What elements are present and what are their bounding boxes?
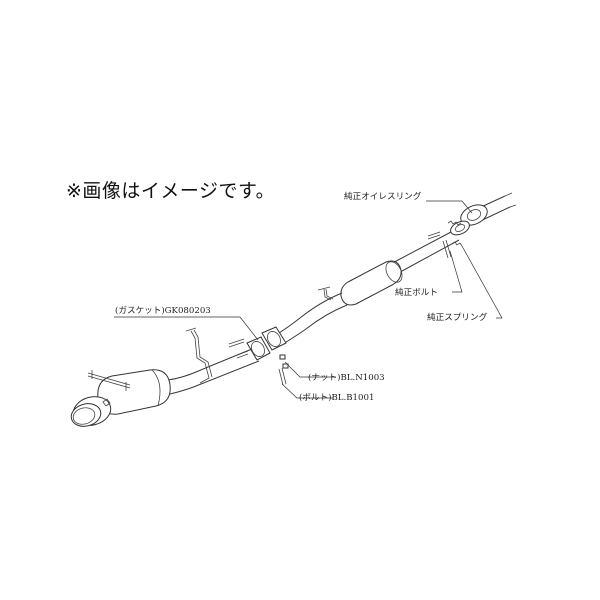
leader-lines <box>114 200 503 399</box>
label-spring-oem: 純正スプリング <box>427 313 488 323</box>
tail-pipe <box>167 348 260 395</box>
mid-bolts <box>228 338 289 386</box>
mid-flange-joint <box>246 326 287 361</box>
mid-pipe-rear <box>275 292 348 345</box>
label-bolt: (ボルト)BL.B1001 <box>299 393 375 403</box>
label-oil-ring: 純正オイレスリング <box>344 192 422 202</box>
label-gasket: (ガスケット)GK080203 <box>115 306 211 316</box>
hanger-rear <box>185 327 213 384</box>
label-bolt-oem: 純正ボルト <box>395 288 438 298</box>
resonator <box>340 260 403 306</box>
image-disclaimer: ※画像はイメージです。 <box>66 180 276 202</box>
front-flange <box>450 204 488 236</box>
label-nut: (ナット)BL.N1003 <box>308 373 385 383</box>
tail-tip <box>70 396 112 427</box>
muffler-hanger <box>87 370 131 391</box>
